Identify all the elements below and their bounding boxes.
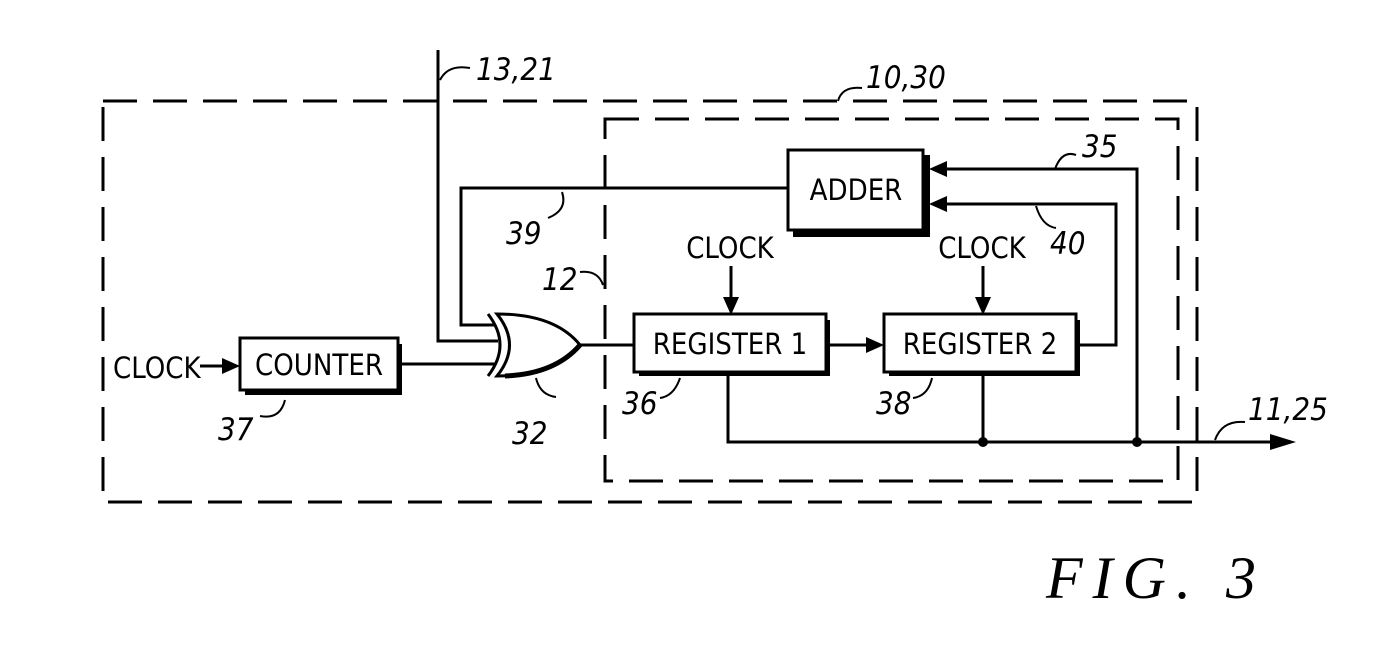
- leader-12: [579, 270, 604, 286]
- leader-35: [1054, 153, 1077, 170]
- clock-to-counter-arrow: [222, 358, 240, 374]
- clock-to-register1-arrow: [723, 297, 739, 315]
- leader-40: [1035, 205, 1057, 229]
- ref-counter: 37: [218, 412, 254, 448]
- leader-11-25: [1214, 420, 1246, 441]
- ref-register2: 38: [876, 386, 911, 422]
- adder-block: [786, 148, 925, 232]
- leader-39: [547, 191, 565, 219]
- ref-inner-box: 12: [542, 262, 577, 298]
- junction-dot: [978, 437, 988, 447]
- clock-to-register2-arrow: [975, 297, 991, 315]
- clock-counter-label: CLOCK: [113, 351, 201, 385]
- output-arrow: [1270, 434, 1296, 450]
- ref-register1: 36: [622, 386, 657, 422]
- inner-dashed-boundary: [603, 117, 1180, 483]
- leader-32: [535, 377, 557, 398]
- adder-input-40-arrow: [929, 196, 947, 212]
- xor-gate: [486, 312, 582, 379]
- ref-input-line: 13,21: [476, 52, 556, 88]
- clock-register2-label: CLOCK: [938, 231, 1026, 265]
- input-line: [436, 50, 498, 343]
- leader-38: [912, 377, 933, 399]
- figure-caption: FIG. 3: [1045, 545, 1266, 611]
- adder-input-35-arrow: [929, 161, 947, 177]
- ref-adder-output: 39: [506, 216, 541, 252]
- adder-feedback-line: [459, 186, 788, 327]
- register1-output-line: [726, 374, 1278, 444]
- counter-label: COUNTER: [255, 348, 383, 382]
- ref-feedback-35: 35: [1082, 129, 1117, 165]
- leader-37: [259, 399, 286, 418]
- register1-block: [632, 312, 828, 374]
- register1-to-register2-arrow: [866, 337, 884, 353]
- ref-adder-input-40: 40: [1050, 226, 1085, 262]
- clock-register1-label: CLOCK: [686, 231, 774, 265]
- ref-output: 11,25: [1248, 392, 1328, 428]
- junction-dot: [1132, 437, 1142, 447]
- ref-xor-gate: 32: [512, 416, 547, 452]
- counter-block: [238, 336, 400, 392]
- register2-label: REGISTER 2: [903, 327, 1058, 361]
- register2-to-adder-line: [944, 202, 1118, 347]
- leader-10-30: [837, 86, 863, 102]
- output-to-adder-line-35: [944, 167, 1139, 442]
- leader-36: [659, 377, 681, 399]
- register2-block: [882, 312, 1078, 374]
- register1-label: REGISTER 1: [653, 327, 808, 361]
- leader-13-21: [439, 66, 471, 81]
- adder-label: ADDER: [810, 173, 903, 207]
- ref-outer-box: 10,30: [866, 60, 946, 96]
